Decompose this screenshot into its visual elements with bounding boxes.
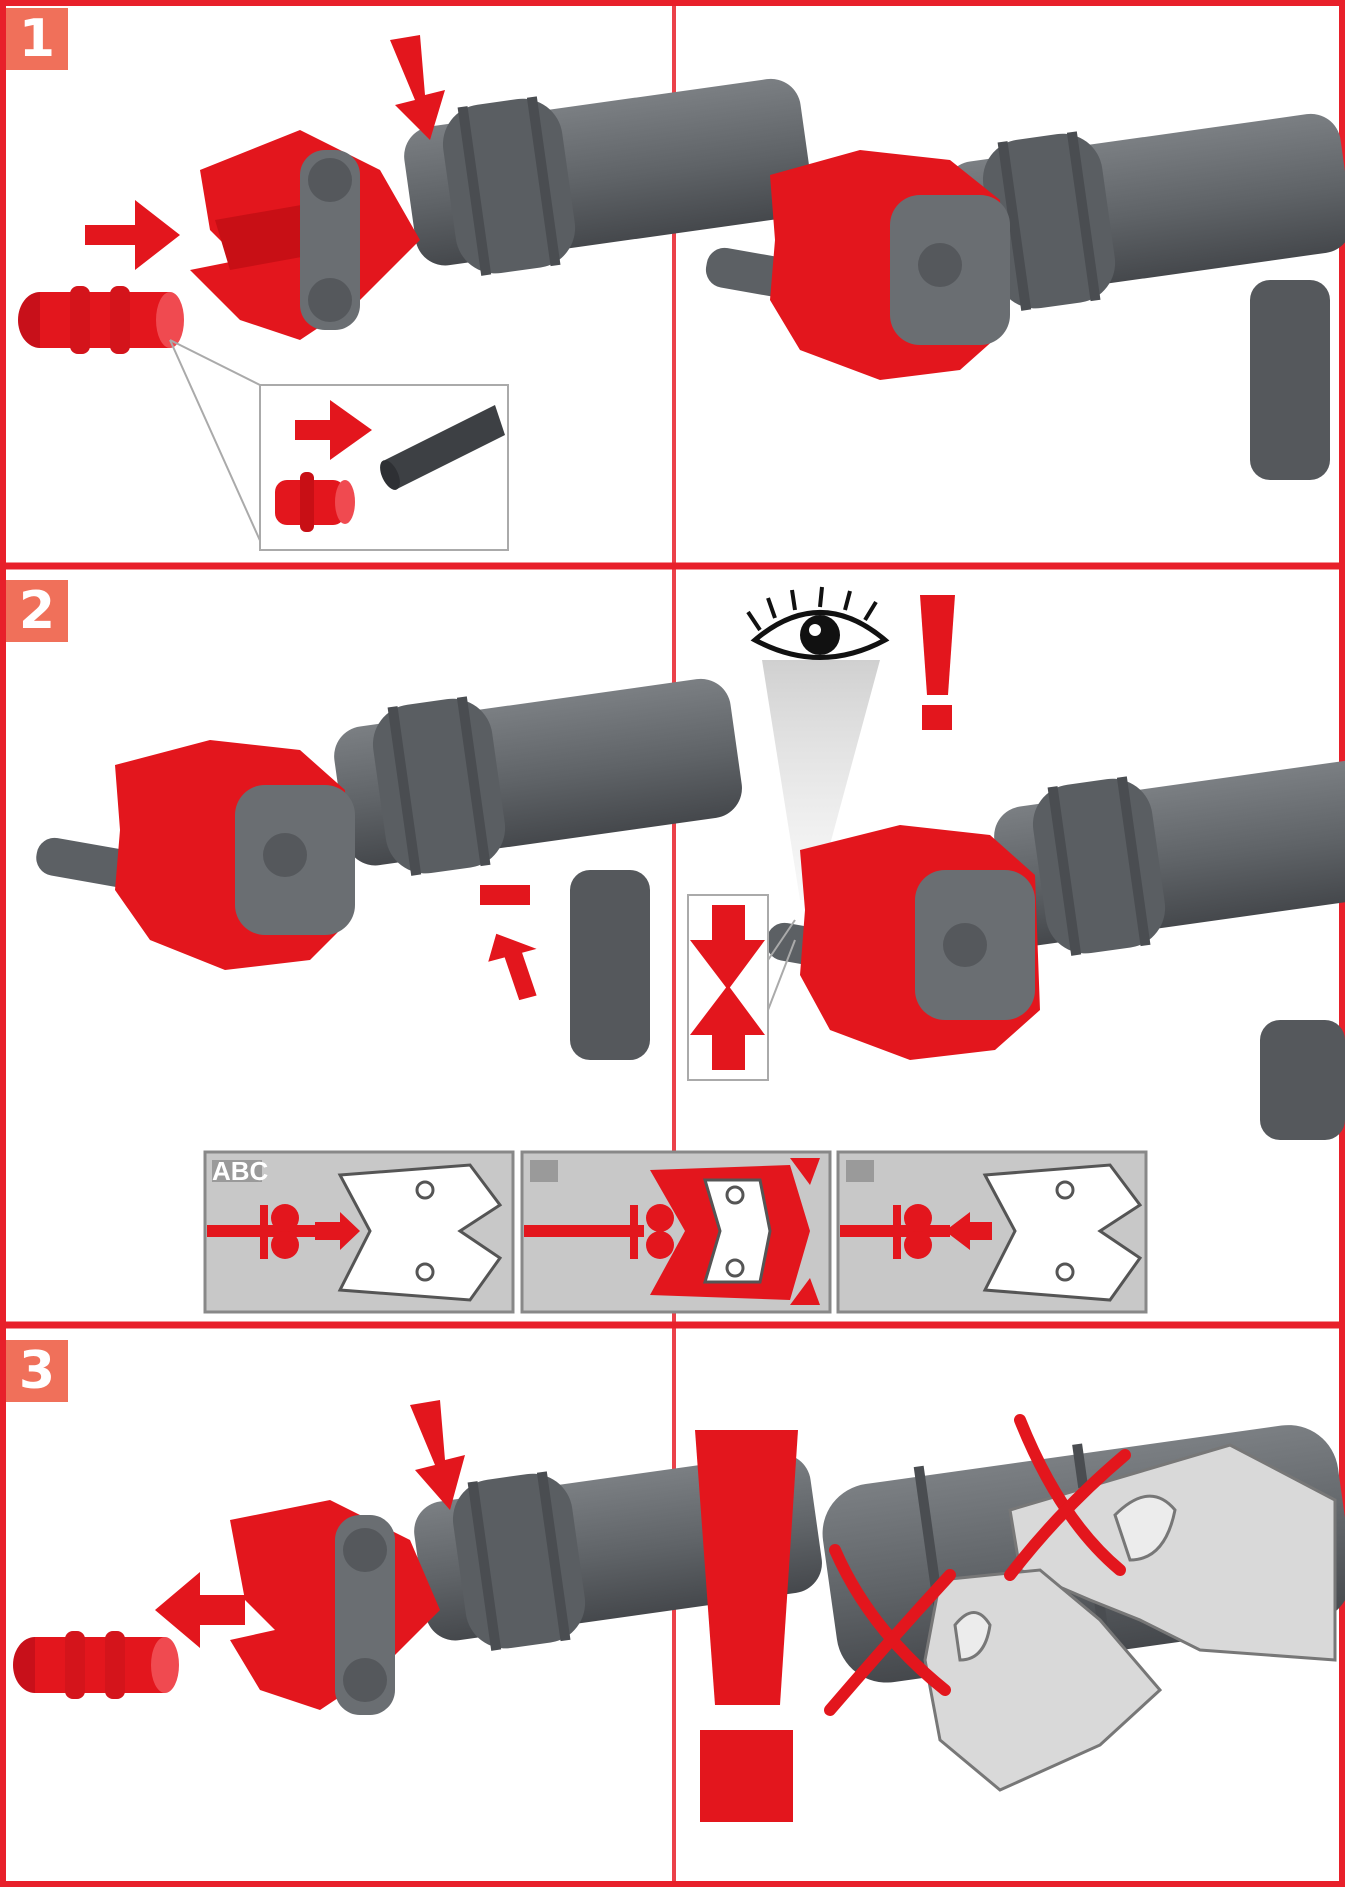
detail-inset — [170, 340, 508, 550]
exclamation-icon — [920, 595, 955, 730]
down-arrow-icon — [410, 1400, 465, 1510]
exclamation-icon — [695, 1430, 798, 1822]
step-number-3: 3 — [6, 1340, 68, 1402]
jaw-panel-2 — [522, 1152, 830, 1312]
compress-arrows-icon — [688, 895, 795, 1080]
left-arrow-icon — [155, 1572, 245, 1648]
step3-right-illustration — [695, 1409, 1345, 1822]
step-number-2: 2 — [6, 580, 68, 642]
up-arrow-icon — [482, 925, 548, 1006]
step2-right-illustration — [688, 587, 1345, 1140]
fitting-red-removed — [13, 1631, 179, 1699]
step1-left-illustration — [18, 35, 818, 550]
eye-icon — [748, 587, 885, 658]
step2-left-illustration — [33, 660, 748, 1060]
jaw-panel-3 — [838, 1152, 1146, 1312]
step-number-1: 1 — [6, 8, 68, 70]
down-arrow-icon — [390, 35, 445, 140]
jaw-diagram-strip — [205, 1152, 1146, 1312]
fitting-red — [18, 286, 184, 354]
jaw-panel-label: ABC — [212, 1156, 268, 1187]
jaw-link-plate — [300, 150, 360, 330]
right-arrow-icon — [85, 200, 180, 270]
